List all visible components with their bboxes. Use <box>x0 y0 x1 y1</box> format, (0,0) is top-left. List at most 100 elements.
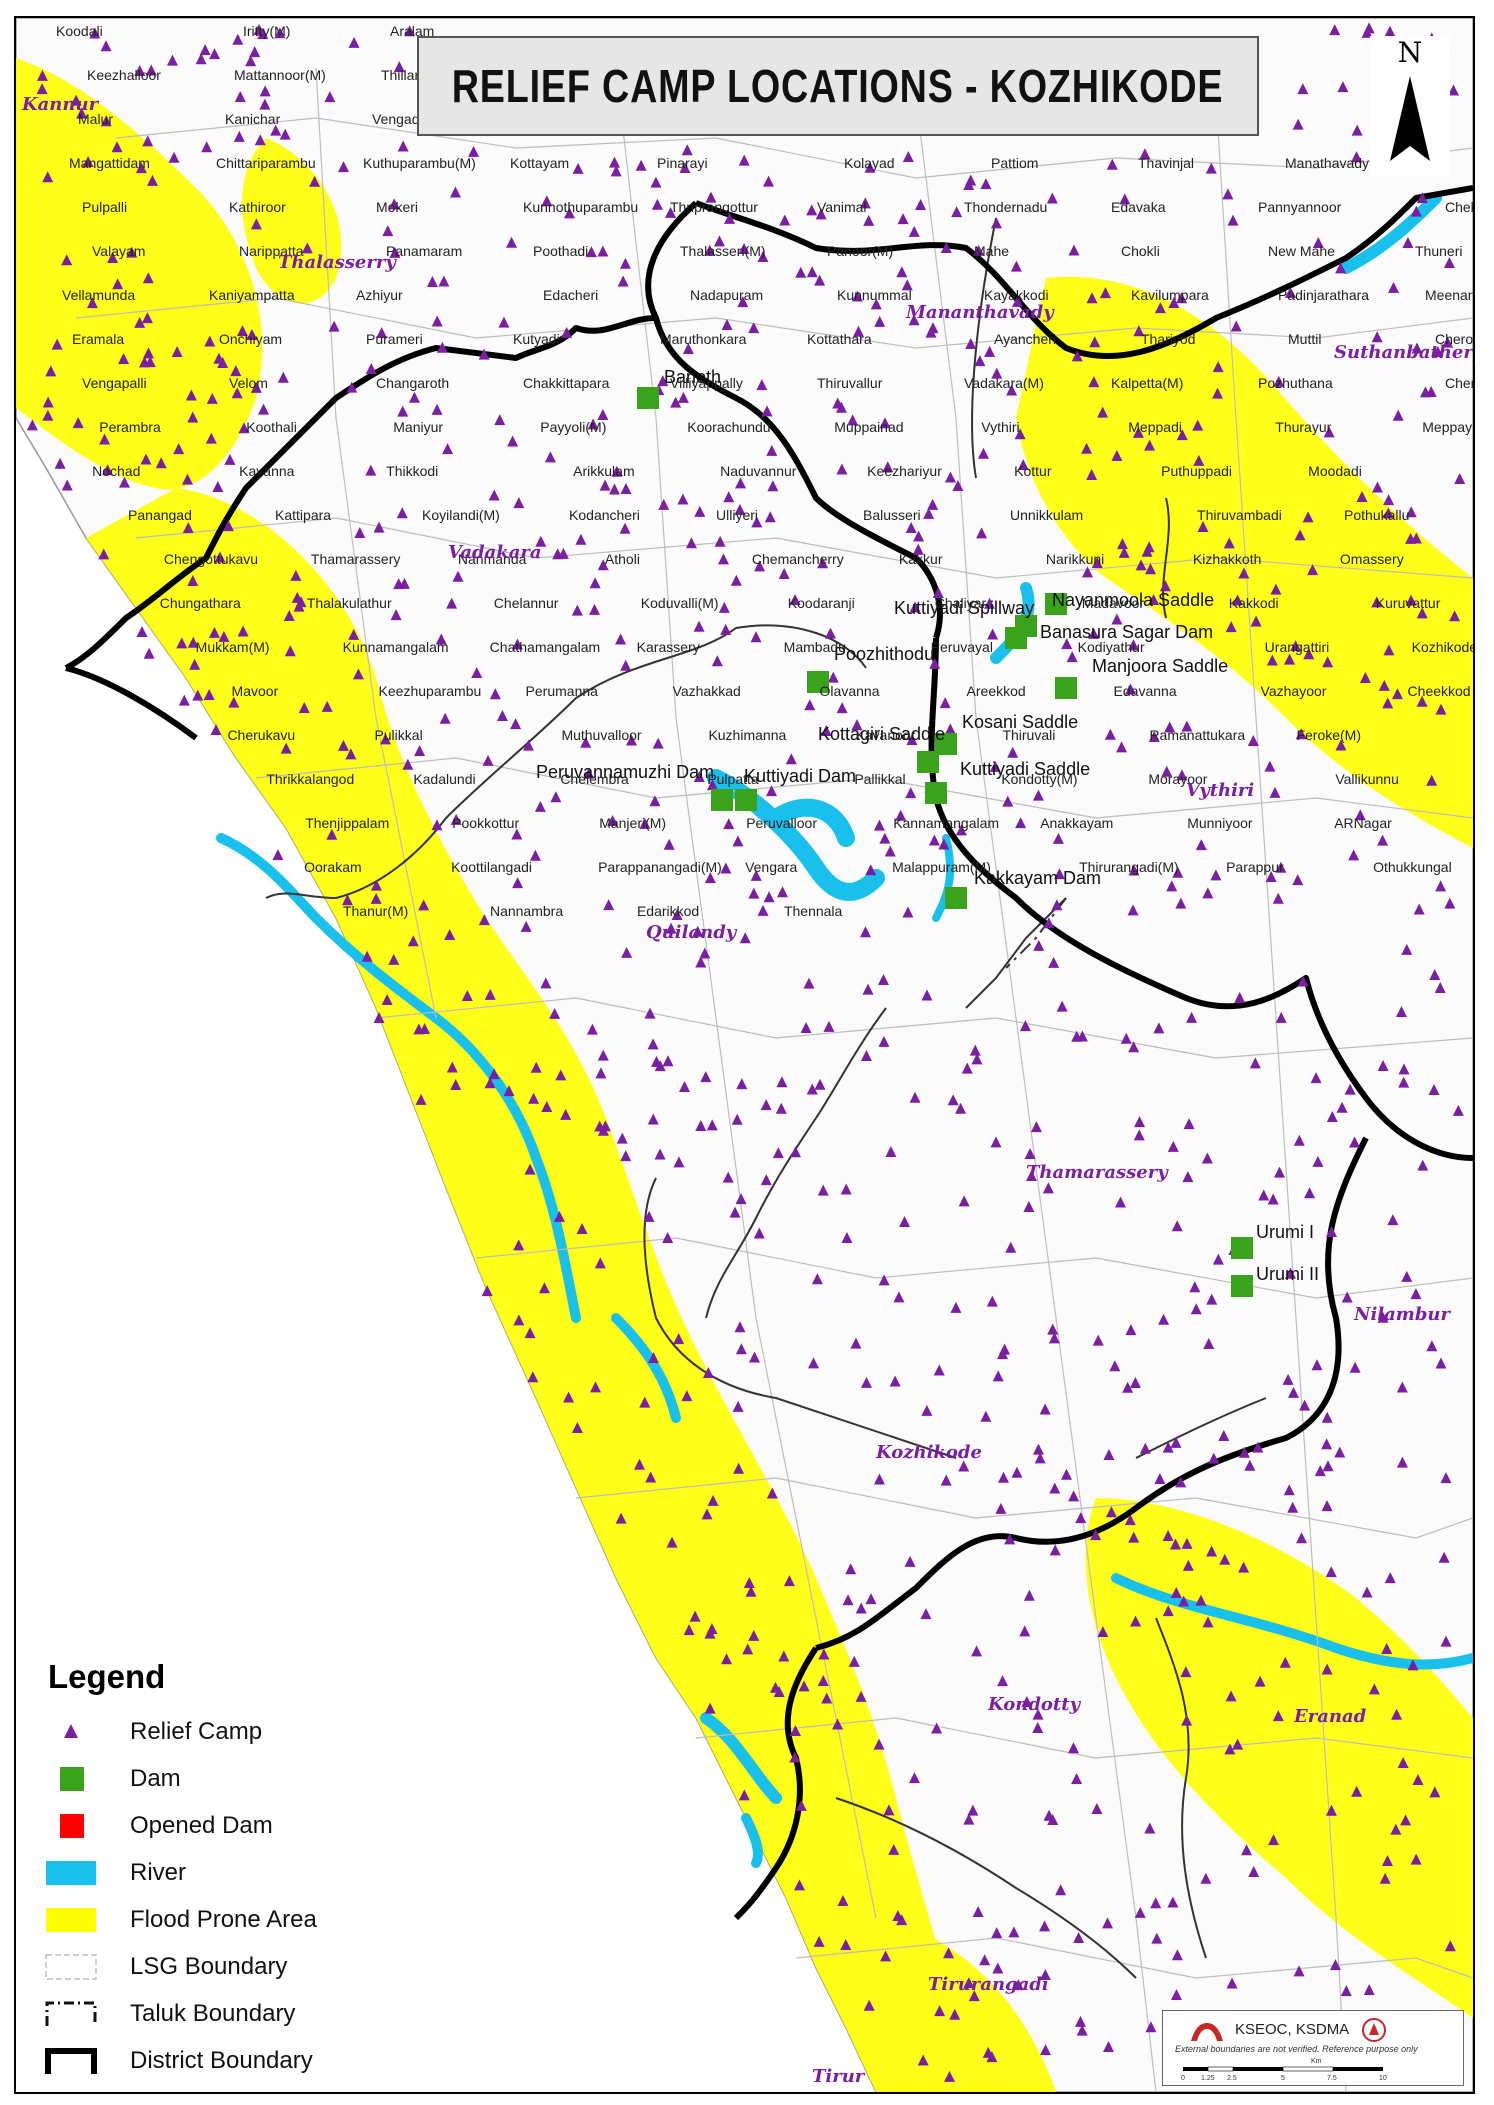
relief-camp-marker <box>1326 1111 1338 1123</box>
relief-camp-marker <box>748 322 760 334</box>
relief-camp-marker <box>99 433 111 445</box>
relief-camp-marker <box>1034 1452 1046 1464</box>
relief-camp-marker <box>511 638 523 650</box>
place-label: Muthuvalloor <box>561 727 641 743</box>
scale-tick: 5 <box>1281 2075 1285 2082</box>
relief-camp-marker <box>89 27 101 39</box>
relief-camp-marker <box>609 483 621 495</box>
scale-tick: 2.5 <box>1227 2075 1237 2082</box>
relief-camp-marker <box>413 1023 425 1035</box>
relief-camp-marker <box>705 191 717 203</box>
relief-camp-marker <box>189 658 201 670</box>
relief-camp-marker <box>146 174 158 186</box>
place-label: Kuruvattur <box>1376 595 1441 611</box>
place-label: Othukkungal <box>1373 859 1452 875</box>
relief-camp-marker <box>1068 1490 1080 1502</box>
relief-camp-marker <box>1130 1615 1142 1627</box>
relief-camp-marker <box>657 375 669 387</box>
relief-camp-marker <box>742 1643 754 1655</box>
relief-camp-marker <box>42 409 54 421</box>
relief-camp-marker <box>1086 468 1098 480</box>
relief-camp-marker <box>222 520 234 532</box>
relief-camp-marker <box>1226 1977 1238 1989</box>
relief-camp-marker <box>1144 1822 1156 1834</box>
dam-marker <box>1231 1237 1253 1259</box>
place-label: Changaroth <box>376 375 449 391</box>
relief-camp-marker <box>259 98 271 110</box>
relief-camp-marker <box>1076 2024 1088 2036</box>
relief-camp-marker <box>643 1210 655 1222</box>
place-label: Keezhariyur <box>867 463 942 479</box>
relief-camp-marker <box>1010 260 1022 272</box>
relief-camp-marker <box>280 742 292 754</box>
relief-camp-marker <box>1171 1949 1183 1961</box>
relief-camp-marker <box>298 702 310 714</box>
place-label: Peruvalloor <box>746 815 817 831</box>
dashdot-line-icon <box>45 2001 97 2026</box>
place-label: Chelannur <box>494 595 559 611</box>
relief-camp-marker <box>42 396 54 408</box>
relief-camp-marker <box>1323 426 1335 438</box>
relief-camp-marker <box>232 33 244 45</box>
relief-camp-marker <box>804 699 816 711</box>
relief-camp-marker <box>666 1536 678 1548</box>
relief-camp-marker <box>720 862 732 874</box>
relief-camp-marker <box>338 161 350 173</box>
relief-camp-marker <box>814 274 826 286</box>
relief-camp-marker <box>26 419 38 431</box>
place-label: Nanmanda <box>458 551 527 567</box>
relief-camp-marker <box>644 1007 656 1019</box>
relief-camp-marker <box>776 1076 788 1088</box>
relief-camp-marker <box>665 206 677 218</box>
place-label: Keezhalloor <box>87 67 161 83</box>
relief-camp-marker <box>870 298 882 310</box>
legend-item-flood-prone-area: Flood Prone Area <box>30 1900 430 1940</box>
relief-camp-marker <box>231 387 243 399</box>
relief-camp-marker <box>892 1909 904 1921</box>
place-label: Cherode <box>1435 331 1473 347</box>
relief-camp-marker <box>1248 1865 1260 1877</box>
relief-camp-marker <box>1049 1482 1061 1494</box>
relief-camp-marker <box>1440 1472 1452 1484</box>
relief-camp-marker <box>1270 583 1282 595</box>
place-label: Thrikkalangod <box>266 771 354 787</box>
relief-camp-marker <box>1170 1436 1182 1448</box>
relief-camp-marker <box>806 266 818 278</box>
relief-camp-marker <box>365 362 377 374</box>
relief-camp-marker <box>1097 406 1109 418</box>
relief-camp-marker <box>259 85 271 97</box>
relief-camp-marker <box>187 574 199 586</box>
taluk-label: Tirurangadi <box>928 1974 1049 1995</box>
relief-camp-marker <box>814 1078 826 1090</box>
relief-camp-marker <box>1290 640 1302 652</box>
relief-camp-marker <box>529 849 541 861</box>
scale-tick: 10 <box>1379 2075 1387 2082</box>
relief-camp-marker <box>1299 1399 1311 1411</box>
relief-camp-marker <box>1183 1118 1195 1130</box>
relief-camp-marker <box>1238 1561 1250 1573</box>
relief-camp-marker <box>1283 1484 1295 1496</box>
place-label: Maniyur <box>393 419 443 435</box>
relief-camp-marker <box>1205 162 1217 174</box>
relief-camp-marker <box>1032 1708 1044 1720</box>
relief-camp-marker <box>905 787 917 799</box>
place-label: Kakkodi <box>1229 595 1279 611</box>
relief-camp-marker <box>958 1460 970 1472</box>
relief-camp-marker <box>1359 672 1371 684</box>
relief-camp-marker <box>272 849 284 861</box>
relief-camp-marker <box>1164 721 1176 733</box>
relief-camp-marker <box>1073 1932 1085 1944</box>
relief-camp-marker <box>905 522 917 534</box>
relief-camp-marker <box>1413 903 1425 915</box>
taluk-label: Suthanbathery <box>1334 342 1473 363</box>
relief-camp-marker <box>704 1702 716 1714</box>
relief-camp-marker <box>1254 1675 1266 1687</box>
relief-camp-marker <box>1287 1386 1299 1398</box>
relief-camp-marker <box>1190 1303 1202 1315</box>
relief-camp-marker <box>373 1012 385 1024</box>
relief-camp-marker <box>246 329 258 341</box>
relief-camp-marker <box>1238 1446 1250 1458</box>
relief-camp-marker <box>36 83 48 95</box>
relief-camp-marker <box>714 535 726 547</box>
relief-camp-marker <box>1340 1985 1352 1997</box>
